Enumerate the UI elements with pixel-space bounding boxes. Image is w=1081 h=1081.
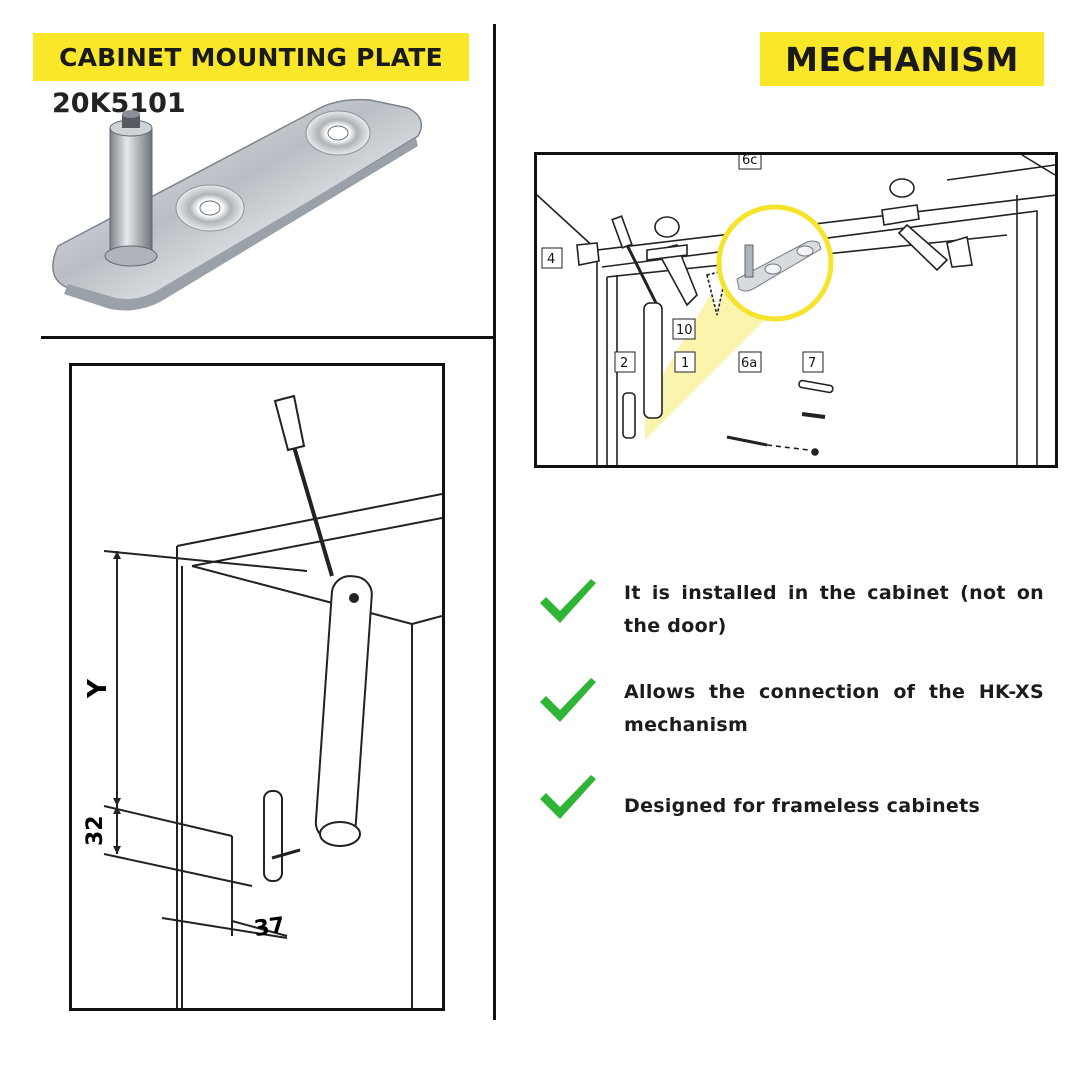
dimension-label-37: 37 xyxy=(253,913,287,942)
feature-item-3: Designed for frameless cabinets xyxy=(538,773,1048,823)
feature-text-2: Allows the connection of the HK-XS mecha… xyxy=(624,681,1044,736)
vertical-divider xyxy=(493,24,496,1020)
cabinet-mounting-plate-title: CABINET MOUNTING PLATE xyxy=(33,33,469,81)
check-icon xyxy=(540,579,596,623)
check-icon xyxy=(540,678,596,722)
part-code: 20K5101 xyxy=(52,88,186,119)
mounting-plate-image xyxy=(52,98,423,311)
callout-1: 1 xyxy=(681,356,689,371)
callout-6a: 6a xyxy=(741,356,757,371)
horizontal-divider xyxy=(41,336,494,339)
mechanism-diagram: 6c 4 10 2 1 6a 7 xyxy=(534,152,1058,468)
callout-10: 10 xyxy=(676,323,693,338)
check-icon xyxy=(540,775,596,819)
feature-text-1: It is installed in the cabinet (not on t… xyxy=(624,582,1044,637)
feature-item-1: It is installed in the cabinet (not on t… xyxy=(538,577,1048,643)
callout-6c: 6c xyxy=(742,155,757,168)
dimension-label-32: 32 xyxy=(83,815,108,846)
dimension-diagram: Y 32 37 xyxy=(69,363,445,1011)
mechanism-drawing: 6c 4 10 2 1 6a 7 xyxy=(537,155,1055,465)
callout-7: 7 xyxy=(808,356,816,371)
dimension-drawing: Y 32 37 xyxy=(83,394,442,1008)
feature-item-2: Allows the connection of the HK-XS mecha… xyxy=(538,676,1048,742)
feature-text-3: Designed for frameless cabinets xyxy=(624,795,981,817)
dimension-label-y: Y xyxy=(83,678,113,699)
callout-2: 2 xyxy=(620,356,628,371)
mechanism-title: MECHANISM xyxy=(760,32,1044,86)
callout-4: 4 xyxy=(547,252,555,267)
